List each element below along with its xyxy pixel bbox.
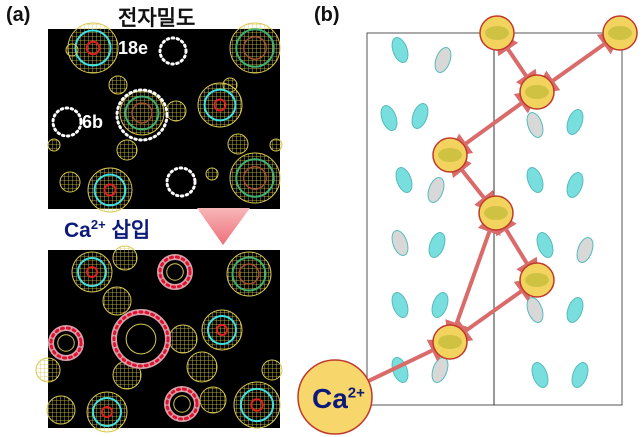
- ca-charge: 2+: [90, 217, 106, 232]
- ion-core-density: [485, 26, 509, 40]
- diffusion-path-arrow: [446, 89, 541, 158]
- ca-ion-charge: 2+: [347, 384, 365, 402]
- density-shell: [203, 88, 237, 122]
- density-sphere: [102, 286, 132, 316]
- density-core: [213, 98, 227, 112]
- vacant-site-marker: [158, 36, 188, 66]
- density-shell: [93, 173, 127, 207]
- isosurface-lobe: [380, 105, 398, 131]
- density-sphere: [227, 133, 249, 155]
- density-sphere: [125, 323, 157, 355]
- ion-core-density: [608, 26, 632, 40]
- vacant-site-marker: [115, 88, 169, 142]
- density-core: [238, 263, 260, 285]
- isosurface-lobe: [391, 37, 409, 63]
- vacant-site-marker: [165, 166, 197, 198]
- isosurface-lobe: [431, 292, 449, 318]
- diffusion-path-arrow: [446, 277, 541, 345]
- ca-ion-ring: [165, 387, 199, 421]
- ion-core-density: [438, 335, 462, 349]
- density-sphere: [65, 43, 79, 57]
- density-core: [243, 166, 267, 190]
- isosurface-lobe: [536, 232, 554, 258]
- density-sphere: [59, 171, 81, 193]
- density-sphere: [35, 357, 61, 383]
- isosurface-lobe: [391, 292, 409, 318]
- ca-ion-ring: [112, 310, 170, 368]
- density-core: [101, 406, 113, 418]
- isosurface-lobe: [526, 112, 544, 138]
- isosurface-lobe: [428, 232, 446, 258]
- density-sphere: [57, 334, 75, 352]
- isosurface-lobe: [566, 172, 584, 198]
- density-core: [216, 324, 228, 336]
- density-sphere: [108, 75, 128, 95]
- panel-b-label: (b): [314, 4, 340, 26]
- density-shell: [124, 95, 160, 131]
- density-shell: [235, 158, 275, 198]
- isosurface-lobe: [526, 167, 544, 193]
- density-shell: [207, 315, 237, 345]
- ion-core-density: [484, 206, 508, 220]
- density-core: [243, 36, 267, 60]
- density-sphere: [173, 395, 191, 413]
- density-core: [85, 40, 101, 56]
- density-shell: [231, 256, 267, 292]
- ca-insertion-label: Ca2+ 삽입: [64, 214, 150, 244]
- panel-a-title: 전자밀도: [118, 7, 196, 30]
- density-sphere: [226, 251, 272, 297]
- panel-a-label: (a): [6, 4, 31, 26]
- site-6b-label: 6b: [82, 112, 104, 132]
- ca-ion-ring: [158, 255, 192, 289]
- isosurface-lobe: [411, 103, 429, 129]
- site-18e-label: 18e: [118, 38, 149, 58]
- density-core: [86, 266, 98, 278]
- isosurface-lobe: [571, 362, 589, 388]
- diffusion-path-arrow: [445, 209, 501, 346]
- density-sphere: [112, 245, 138, 271]
- isosurface-lobe: [566, 297, 584, 323]
- density-core: [250, 398, 264, 412]
- density-shell: [235, 28, 275, 68]
- density-sphere: [47, 138, 61, 152]
- density-shell: [239, 387, 275, 423]
- density-sphere: [199, 386, 227, 414]
- isosurface-lobe: [427, 177, 445, 203]
- vacant-site-marker: [51, 106, 83, 138]
- isosurface-lobe: [395, 167, 413, 193]
- density-sphere: [119, 90, 165, 136]
- insertion-text: 삽입: [111, 219, 151, 242]
- isosurface-lobe: [391, 230, 409, 256]
- isosurface-lobe: [434, 47, 452, 73]
- isosurface-lobe: [531, 362, 549, 388]
- ca-ion-text: Ca: [312, 383, 348, 414]
- density-sphere: [166, 263, 184, 281]
- down-arrow: [197, 208, 250, 245]
- density-sphere: [165, 100, 187, 122]
- isosurface-lobe: [576, 237, 594, 263]
- density-shell: [77, 257, 107, 287]
- density-sphere: [261, 359, 283, 381]
- density-sphere: [229, 22, 281, 74]
- ion-core-density: [438, 148, 462, 162]
- density-sphere: [116, 139, 138, 161]
- density-sphere: [46, 395, 76, 425]
- ca-ion-large: [297, 359, 373, 435]
- density-sphere: [229, 152, 281, 204]
- ca-ion-label: Ca2+: [312, 383, 365, 415]
- ca-text: Ca: [64, 219, 91, 242]
- isosurface-lobe: [566, 109, 584, 135]
- isosurface-lobe: [431, 357, 449, 383]
- ion-core-density: [525, 273, 549, 287]
- ca-ion-ring: [49, 326, 83, 360]
- density-sphere: [186, 351, 218, 383]
- density-shell: [92, 397, 122, 427]
- density-core: [103, 183, 117, 197]
- isosurface-lobe: [526, 297, 544, 323]
- density-core: [131, 102, 153, 124]
- density-sphere: [269, 138, 283, 152]
- density-sphere: [168, 324, 198, 354]
- ion-core-density: [525, 85, 549, 99]
- density-sphere: [205, 167, 219, 181]
